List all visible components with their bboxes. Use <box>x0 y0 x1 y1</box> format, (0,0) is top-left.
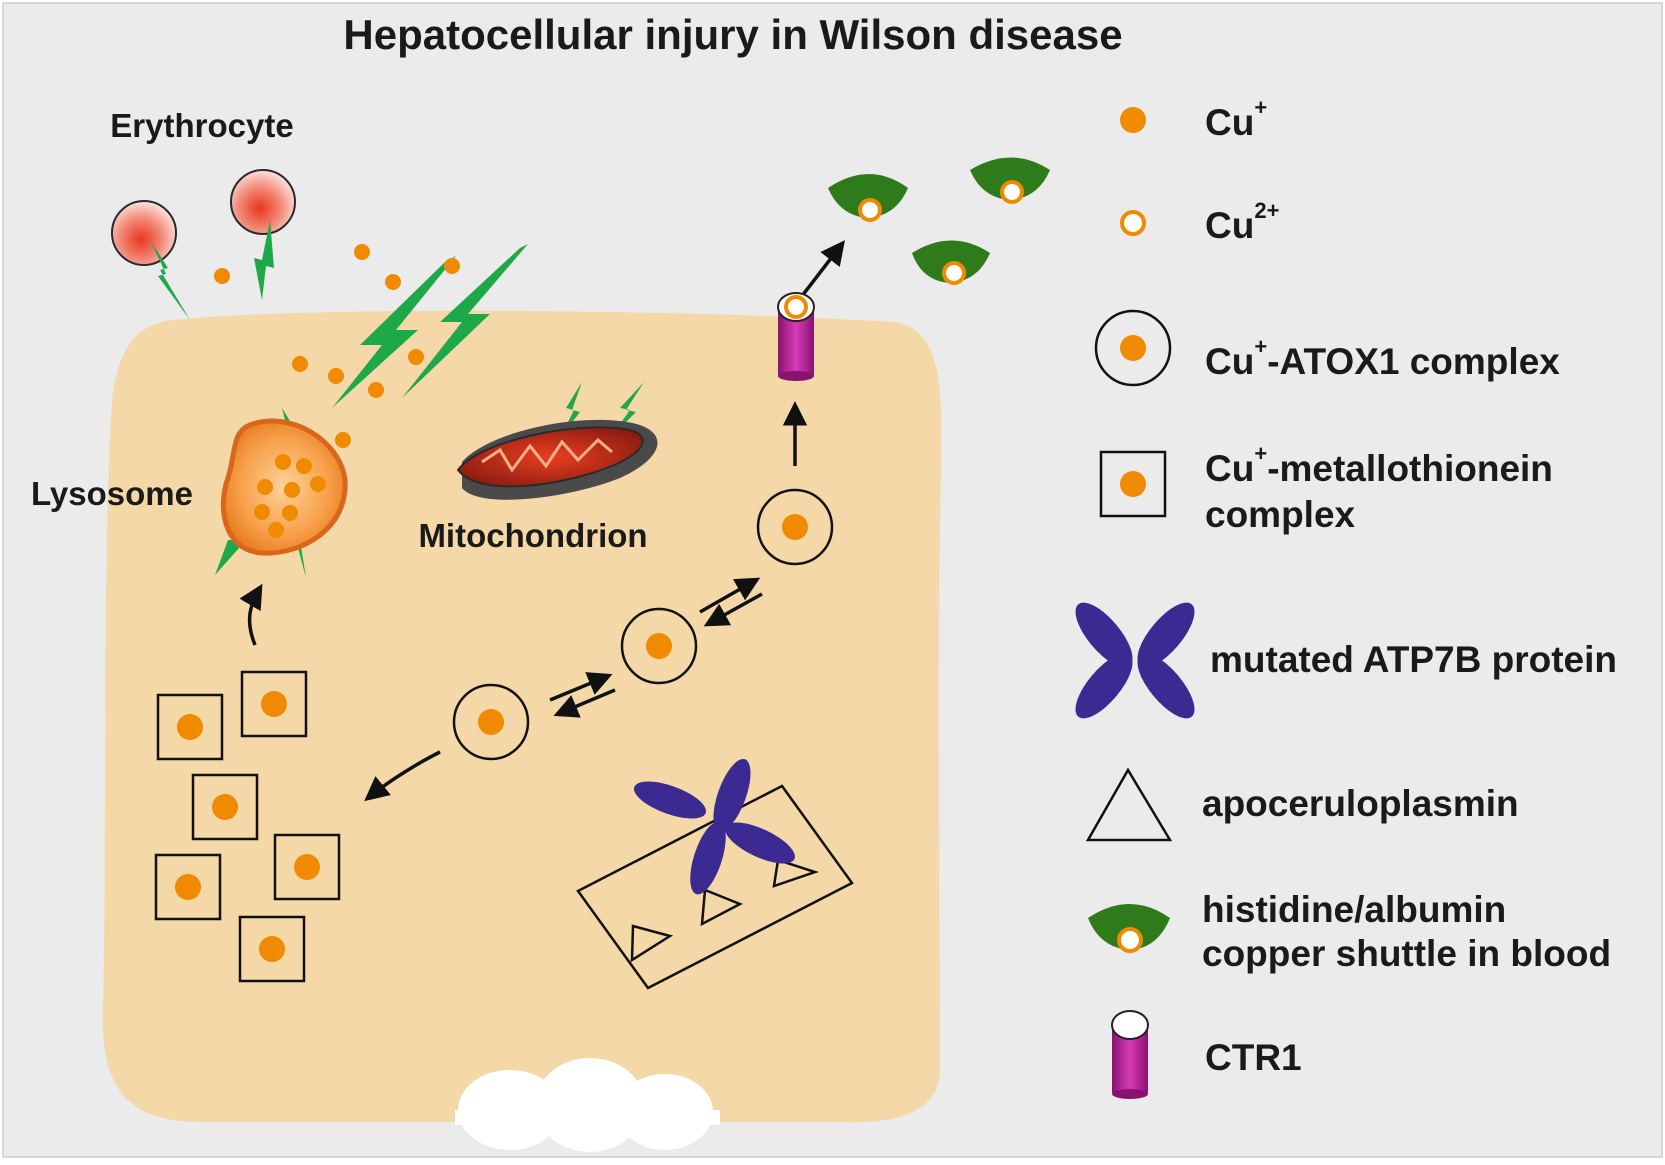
legend-cu-2plus-icon <box>1120 210 1146 236</box>
legend-shuttle-label-line2: copper shuttle in blood <box>1202 933 1611 974</box>
legend-metallothionein-icon <box>1099 450 1167 518</box>
copper-shuttles <box>828 157 1050 285</box>
legend-metallothionein-label: Cu+-metallothionein <box>1205 441 1553 489</box>
legend-atox1-label: Cu+-ATOX1 complex <box>1205 334 1560 382</box>
legend-apoceruloplasmin-label: apoceruloplasmin <box>1202 783 1519 824</box>
legend-atp7b-label: mutated ATP7B protein <box>1210 639 1617 680</box>
lysosome-label: Lysosome <box>31 475 193 512</box>
legend-cu-plus-label: Cu+ <box>1205 95 1267 143</box>
pathway-arrows <box>239 240 845 802</box>
legend-cu-plus-icon <box>1120 107 1146 133</box>
mitochondrion-label: Mitochondrion <box>418 517 647 554</box>
lysosome <box>220 418 348 556</box>
legend-ctr1-icon <box>1111 1010 1149 1099</box>
legend-ctr1-label: CTR1 <box>1205 1037 1302 1078</box>
mitochondrion <box>456 419 658 500</box>
erythrocyte-label: Erythrocyte <box>110 107 293 144</box>
legend-shuttle-icon <box>1088 904 1170 953</box>
diagram-title: Hepatocellular injury in Wilson disease <box>343 11 1122 58</box>
erythrocyte-1 <box>111 200 177 266</box>
metallothionein-complexes <box>154 670 341 983</box>
injury-bolt-large-icon <box>332 244 528 408</box>
legend-apoceruloplasmin-icon <box>1085 767 1173 842</box>
legend-metallothionein-label-line2: complex <box>1205 494 1356 535</box>
free-copper-ions <box>214 244 460 448</box>
legend-atox1-icon <box>1094 309 1172 387</box>
atox1-complexes <box>452 488 834 761</box>
legend: Cu+ Cu2+ Cu+-ATOX1 complex Cu+-metalloth… <box>1075 95 1617 1099</box>
erythrocyte-2 <box>230 169 296 235</box>
atp7b-protein <box>633 758 795 895</box>
legend-atp7b-icon <box>1075 602 1195 719</box>
ctr1-transporter <box>777 292 815 381</box>
lysosome-copper <box>254 454 326 538</box>
cell-membrane-bumps <box>455 1058 720 1152</box>
legend-cu-2plus-label: Cu2+ <box>1205 198 1279 246</box>
legend-shuttle-label-line1: histidine/albumin <box>1202 889 1506 930</box>
